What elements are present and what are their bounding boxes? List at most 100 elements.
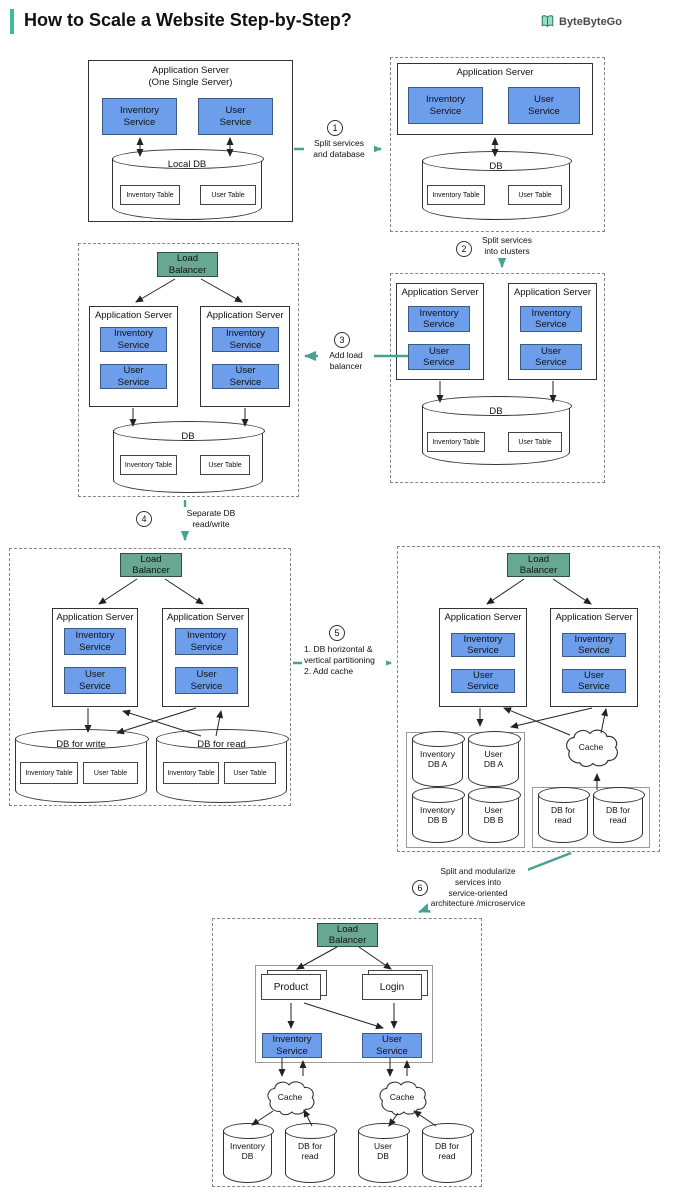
application-server-label: Application Server <box>166 612 245 623</box>
user-table-box: User Table <box>508 185 562 205</box>
application-server-label: Application Server <box>456 67 534 78</box>
inventory-table-box: Inventory Table <box>120 185 180 205</box>
user-db-a-cylinder: User DB A <box>468 731 521 787</box>
db-for-read-label: DB for read <box>297 1141 323 1161</box>
user-service-box: User Service <box>508 87 580 124</box>
user-db-cylinder: User DB <box>358 1123 410 1183</box>
db-for-read-label: DB for read <box>434 1141 460 1161</box>
inventory-service-box: Inventory Service <box>451 633 515 657</box>
user-service-box: User Service <box>64 667 126 694</box>
db-write-label: DB for write <box>56 739 106 750</box>
inventory-table-box: Inventory Table <box>163 762 219 784</box>
user-service-box: User Service <box>362 1033 422 1058</box>
step-6-label: Split and modularize services into servi… <box>428 865 528 911</box>
db-for-read-label: DB for read <box>550 805 576 825</box>
step-4-label: Separate DB read/write <box>172 507 250 532</box>
step-4-number: 4 <box>136 511 152 527</box>
user-table-box: User Table <box>200 185 256 205</box>
inventory-service-box: Inventory Service <box>212 327 279 352</box>
inventory-service-box: Inventory Service <box>64 628 126 655</box>
user-db-label: User DB <box>374 1141 392 1161</box>
inventory-db-a-label: Inventory DB A <box>420 749 455 769</box>
application-server-label: Application Server <box>513 287 592 298</box>
application-server-label: Application Server <box>56 612 134 623</box>
user-service-box: User Service <box>100 364 167 389</box>
inventory-service-box: Inventory Service <box>408 87 483 124</box>
db-for-read-cylinder: DB for read <box>538 787 590 843</box>
inventory-db-a-cylinder: Inventory DB A <box>412 731 465 787</box>
step-3-label: Add load balancer <box>318 349 374 374</box>
cache-label: Cache <box>389 1091 415 1102</box>
application-server-box: Application Server <box>200 306 290 407</box>
user-service-box: User Service <box>212 364 279 389</box>
title-accent-bar <box>10 9 14 34</box>
step-1-number: 1 <box>327 120 343 136</box>
application-server-label: Application Server <box>555 612 633 623</box>
step-3-number: 3 <box>334 332 350 348</box>
inventory-db-label: Inventory DB <box>230 1141 265 1161</box>
step-1-label: Split services and database <box>304 137 374 162</box>
db-read-label: DB for read <box>197 739 246 750</box>
inventory-service-box: Inventory Service <box>262 1033 322 1058</box>
user-service-box: User Service <box>520 344 582 370</box>
inventory-table-box: Inventory Table <box>20 762 78 784</box>
bytebytego-logo-icon <box>540 14 555 29</box>
db-label: DB <box>489 161 503 172</box>
step-6-number: 6 <box>412 880 428 896</box>
inventory-service-box: Inventory Service <box>102 98 177 135</box>
cache-label: Cache <box>578 741 604 752</box>
user-service-box: User Service <box>198 98 273 135</box>
cache-cloud: Cache <box>376 1079 428 1117</box>
db-for-read-cylinder: DB for read <box>285 1123 337 1183</box>
db-for-read-cylinder: DB for read <box>593 787 645 843</box>
user-service-box: User Service <box>408 344 470 370</box>
step-2-number: 2 <box>456 241 472 257</box>
user-service-box: User Service <box>175 667 238 694</box>
user-service-box: User Service <box>451 669 515 693</box>
login-box: Login <box>362 974 422 1000</box>
db-cylinder: DB <box>113 421 265 493</box>
user-table-box: User Table <box>224 762 276 784</box>
db-for-read-cylinder: DB for read <box>422 1123 474 1183</box>
inventory-db-cylinder: Inventory DB <box>223 1123 274 1183</box>
user-table-box: User Table <box>200 455 250 475</box>
user-table-box: User Table <box>83 762 138 784</box>
user-table-box: User Table <box>508 432 562 452</box>
inventory-service-box: Inventory Service <box>408 306 470 332</box>
load-balancer-box: Load Balancer <box>507 553 570 577</box>
step-5-label: 1. DB horizontal & vertical partitioning… <box>302 643 386 679</box>
application-server-box: Application Server <box>89 306 178 407</box>
inventory-table-box: Inventory Table <box>427 432 485 452</box>
user-service-box: User Service <box>562 669 626 693</box>
inventory-db-b-cylinder: Inventory DB B <box>412 787 465 843</box>
step-5-number: 5 <box>329 625 345 641</box>
load-balancer-box: Load Balancer <box>157 252 218 277</box>
inventory-service-box: Inventory Service <box>100 327 167 352</box>
step-2-label: Split services into clusters <box>476 234 538 259</box>
application-server-label: Application Server <box>444 612 522 623</box>
inventory-service-box: Inventory Service <box>562 633 626 657</box>
cache-label: Cache <box>277 1091 303 1102</box>
inventory-db-b-label: Inventory DB B <box>420 805 455 825</box>
load-balancer-box: Load Balancer <box>120 553 182 577</box>
local-db-label: Local DB <box>167 159 207 170</box>
application-server-label: Application Server <box>206 310 284 321</box>
d1-title: Application Server (One Single Server) <box>148 65 233 88</box>
cache-cloud: Cache <box>563 727 619 769</box>
cache-cloud: Cache <box>264 1079 316 1117</box>
inventory-table-box: Inventory Table <box>120 455 177 475</box>
page-title: How to Scale a Website Step-by-Step? <box>24 10 352 30</box>
application-server-label: Application Server <box>94 310 173 321</box>
inventory-service-box: Inventory Service <box>520 306 582 332</box>
inventory-table-box: Inventory Table <box>427 185 485 205</box>
db-label: DB <box>489 406 503 417</box>
product-box: Product <box>261 974 321 1000</box>
user-db-b-cylinder: User DB B <box>468 787 521 843</box>
user-db-b-label: User DB B <box>483 805 504 825</box>
inventory-service-box: Inventory Service <box>175 628 238 655</box>
db-for-read-label: DB for read <box>605 805 631 825</box>
application-server-label: Application Server <box>401 287 479 298</box>
load-balancer-box: Load Balancer <box>317 923 378 947</box>
db-label: DB <box>181 431 195 442</box>
